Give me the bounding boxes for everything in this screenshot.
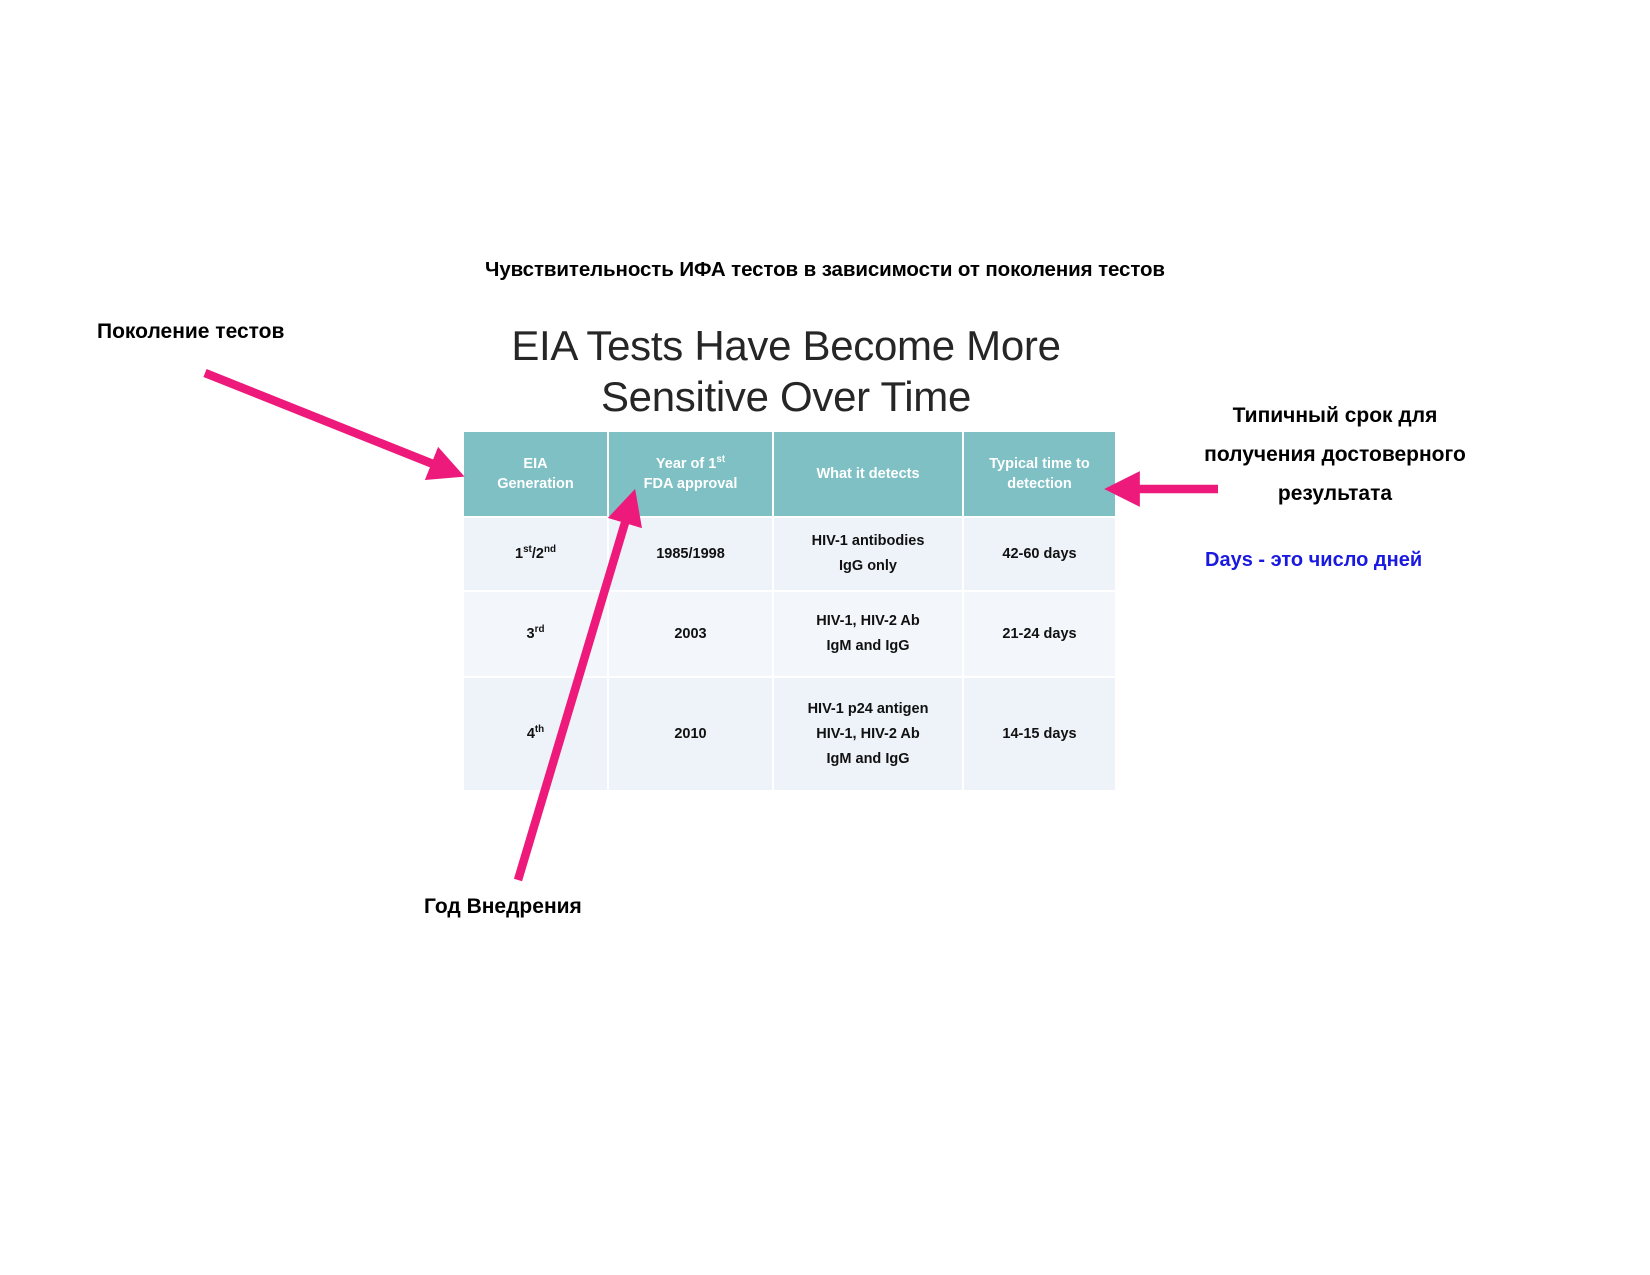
detects-line-2: IgM and IgG: [826, 638, 910, 654]
annotation-label-year: Год Внедрения: [424, 895, 582, 918]
cell-year: 2003: [609, 592, 772, 676]
header-text-line-1: Typical time to: [989, 456, 1090, 472]
slide-heading: EIA Tests Have Become More Sensitive Ove…: [456, 320, 1116, 422]
column-header-eia-generation: EIA Generation: [464, 432, 607, 516]
ordinal-suffix: rd: [534, 623, 545, 635]
annotation-label-days-note: Days - это число дней: [1205, 549, 1423, 571]
arrow-generation: [203, 369, 465, 480]
table-row: 4th 2010 HIV-1 p24 antigen HIV-1, HIV-2 …: [464, 678, 1115, 790]
generation-value-2: 2: [535, 545, 544, 562]
table-row: 3rd 2003 HIV-1, HIV-2 Ab IgM and IgG 21-…: [464, 592, 1115, 676]
detects-line-1: HIV-1, HIV-2 Ab: [816, 613, 920, 629]
header-text-line-2: FDA approval: [643, 476, 738, 492]
header-text-line-1: EIA: [523, 456, 548, 472]
table-row: 1st/2nd 1985/1998 HIV-1 antibodies IgG o…: [464, 518, 1115, 590]
header-text-line-2: detection: [1007, 476, 1072, 492]
detects-line-2: HIV-1, HIV-2 Ab: [816, 725, 920, 742]
column-header-what-it-detects: What it detects: [774, 432, 962, 516]
detects-line-3: IgM and IgG: [826, 750, 910, 767]
header-text-line-1: What it detects: [816, 466, 920, 482]
cell-generation: 1st/2nd: [464, 518, 607, 590]
cell-generation: 3rd: [464, 592, 607, 676]
column-header-typical-time-to-detection: Typical time to detection: [964, 432, 1115, 516]
cell-detects: HIV-1 p24 antigen HIV-1, HIV-2 Ab IgM an…: [774, 678, 962, 790]
cell-time: 14-15 days: [964, 678, 1115, 790]
ordinal-suffix: st: [523, 543, 532, 555]
slide-container: EIA Tests Have Become More Sensitive Ove…: [462, 320, 1115, 795]
cell-year: 2010: [609, 678, 772, 790]
detects-line-1: HIV-1 p24 antigen: [807, 700, 929, 717]
ordinal-suffix: st: [716, 454, 726, 466]
annotation-label-generation: Поколение тестов: [97, 320, 285, 343]
cell-detects: HIV-1 antibodies IgG only: [774, 518, 962, 590]
detects-line-2: IgG only: [839, 558, 897, 574]
column-header-year-fda-approval: Year of 1st FDA approval: [609, 432, 772, 516]
generation-value: 1: [515, 545, 524, 562]
cell-time: 21-24 days: [964, 592, 1115, 676]
table-header-row: EIA Generation Year of 1st FDA approval …: [464, 432, 1115, 516]
generation-value: 4: [526, 725, 535, 742]
generation-value: 3: [526, 625, 535, 642]
ordinal-suffix-2: nd: [543, 543, 556, 555]
slide-heading-line-1: EIA Tests Have Become More: [511, 322, 1061, 369]
cell-generation: 4th: [464, 678, 607, 790]
cell-year: 1985/1998: [609, 518, 772, 590]
eia-generations-table: EIA Generation Year of 1st FDA approval …: [462, 430, 1117, 792]
detects-line-1: HIV-1 antibodies: [811, 533, 925, 549]
ordinal-suffix: th: [534, 723, 545, 735]
page-title: Чувствительность ИФА тестов в зависимост…: [485, 258, 1165, 281]
cell-detects: HIV-1, HIV-2 Ab IgM and IgG: [774, 592, 962, 676]
header-text-line-2: Generation: [497, 476, 574, 492]
annotation-label-typical-time: Типичный срок для получения достоверного…: [1204, 404, 1466, 505]
slide-heading-line-2: Sensitive Over Time: [600, 373, 972, 420]
cell-time: 42-60 days: [964, 518, 1115, 590]
header-text-line-1: Year of 1st: [655, 454, 726, 472]
